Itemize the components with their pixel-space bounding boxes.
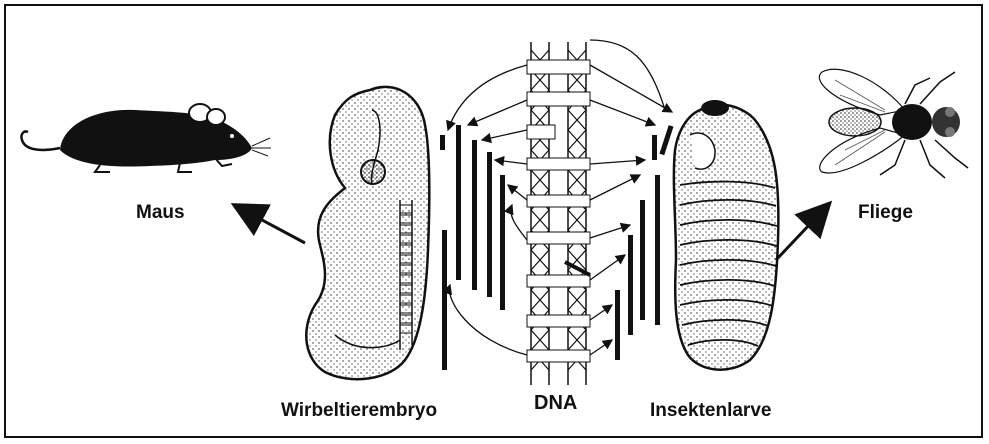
dna-label: DNA xyxy=(534,392,577,415)
vertebrate-embryo-label: Wirbeltierembryo xyxy=(281,400,437,422)
fly-illustration xyxy=(819,69,968,178)
dna-ladder xyxy=(527,42,590,385)
arrow-to-mouse xyxy=(236,206,305,243)
vertebrate-embryo-illustration xyxy=(306,87,429,379)
mouse-illustration xyxy=(21,104,271,172)
mouse-label: Maus xyxy=(136,202,185,224)
fly-label: Fliege xyxy=(858,202,913,224)
insect-larva-illustration xyxy=(674,100,779,370)
insect-larva-label: Insektenlarve xyxy=(650,400,771,422)
vertebrate-expression-bars xyxy=(440,125,505,370)
arrow-to-fly xyxy=(776,205,828,260)
